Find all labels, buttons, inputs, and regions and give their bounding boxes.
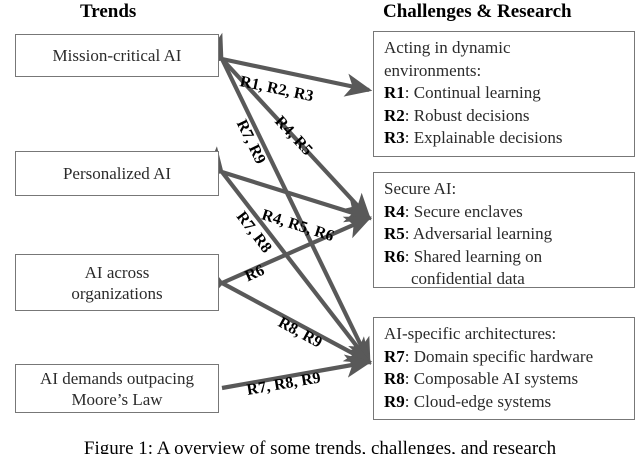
separator: : xyxy=(404,246,414,266)
research-text: Explainable decisions xyxy=(413,128,563,147)
column-title-trends: Trends xyxy=(80,1,137,22)
separator: : xyxy=(404,369,414,388)
panel-item: R4: Secure enclaves xyxy=(384,201,628,224)
panel-item: R6: Shared learning on xyxy=(384,246,628,269)
research-text: Cloud-edge systems xyxy=(413,391,552,411)
research-code: R8 xyxy=(384,369,405,388)
research-code: R5 xyxy=(384,224,405,243)
panel-item: R3: Explainable decisions xyxy=(384,127,628,150)
trend-node-mission-critical-ai[interactable]: Mission-critical AI xyxy=(15,34,219,77)
research-text: Continual learning xyxy=(413,83,541,102)
panel-item: R8: Composable AI systems xyxy=(384,368,628,391)
trend-node-personalized-ai[interactable]: Personalized AI xyxy=(15,151,219,196)
panel-item: R1: Continual learning xyxy=(384,82,628,105)
research-code: R6 xyxy=(384,246,405,266)
panel-item: R5: Adversarial learning xyxy=(384,223,628,246)
research-text: Adversarial learning xyxy=(412,224,553,243)
panel-item-continuation: confidential data xyxy=(411,269,525,288)
research-code: R1 xyxy=(384,83,405,102)
arrow-organizations-to-architectures xyxy=(195,261,372,364)
panel-heading: AI-specific architectures: xyxy=(384,324,557,343)
separator: : xyxy=(404,128,414,147)
panel-item: R2: Robust decisions xyxy=(384,105,628,128)
research-text: Secure enclaves xyxy=(413,201,523,221)
research-text: Composable AI systems xyxy=(413,369,579,388)
separator: : xyxy=(404,201,414,221)
separator: : xyxy=(404,224,413,243)
research-text: Domain specific hardware xyxy=(413,346,594,366)
panel-heading: Secure AI: xyxy=(384,179,457,198)
column-title-challenges: Challenges & Research xyxy=(383,1,572,22)
panel-item: R9: Cloud-edge systems xyxy=(384,391,628,414)
figure-caption: Figure 1: A overview of some trends, cha… xyxy=(83,438,557,454)
trend-node-label: Mission-critical AI xyxy=(52,46,182,65)
trend-node-label: Personalized AI xyxy=(62,164,172,183)
research-code: R9 xyxy=(384,391,405,411)
panel-item: R7: Domain specific hardware xyxy=(384,346,628,369)
separator: : xyxy=(404,105,414,125)
arrow-moores-law-to-architectures xyxy=(221,354,373,391)
research-code: R2 xyxy=(384,105,405,125)
research-code: R4 xyxy=(384,201,405,221)
research-code: R7 xyxy=(384,346,405,366)
separator: : xyxy=(404,346,414,366)
research-code: R3 xyxy=(384,128,405,147)
research-text: Shared learning on xyxy=(413,246,543,266)
research-text: Robust decisions xyxy=(413,105,530,125)
separator: : xyxy=(404,391,414,411)
challenge-panel-ai-specific-architectures[interactable]: AI-specific architectures: R7: Domain sp… xyxy=(373,317,635,420)
separator: : xyxy=(404,83,414,102)
challenge-panel-secure-ai[interactable]: Secure AI: R4: Secure enclaves R5: Adver… xyxy=(373,172,635,288)
